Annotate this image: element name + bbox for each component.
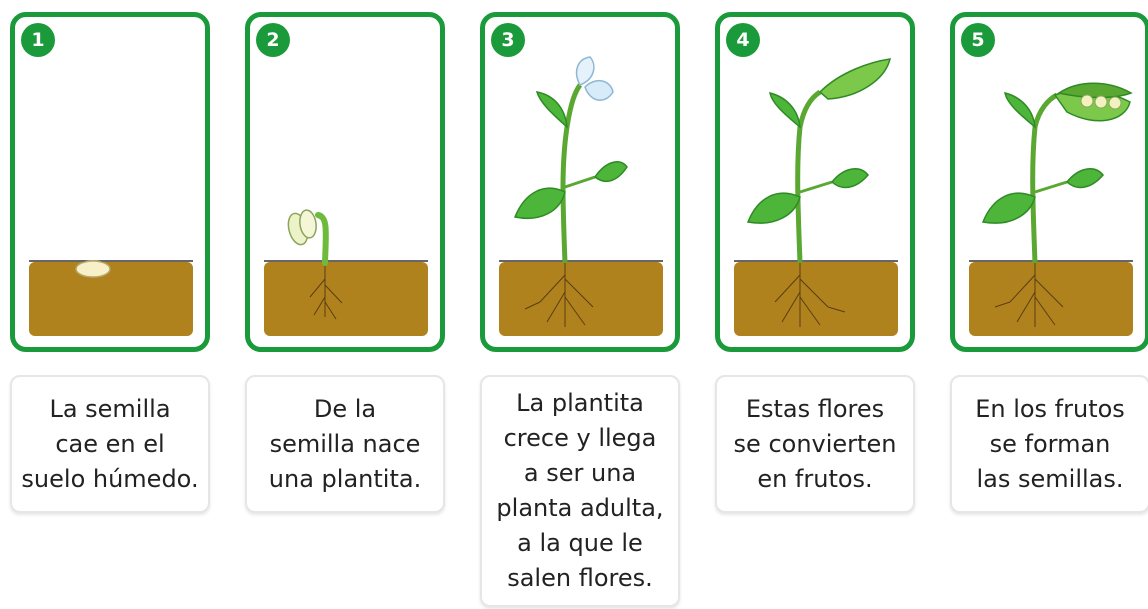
seed xyxy=(75,260,111,278)
caption-text: La plantita crece y llega a ser una plan… xyxy=(496,389,664,592)
soil-block xyxy=(734,262,898,336)
leaf xyxy=(830,168,869,189)
soil-block xyxy=(499,262,663,336)
caption-text: En los frutos se forman las semillas. xyxy=(975,394,1125,493)
step-number-badge: 5 xyxy=(961,23,995,57)
leaf xyxy=(1004,91,1036,129)
leaf xyxy=(769,91,801,129)
stem xyxy=(795,89,822,264)
roots xyxy=(994,262,1064,327)
sprout-illustration xyxy=(264,209,428,336)
flower-petal xyxy=(575,56,595,86)
leaf xyxy=(513,187,566,219)
flower-petal xyxy=(584,80,614,101)
step-1-panel: 1 xyxy=(10,12,210,352)
leaf xyxy=(535,91,568,129)
caption-text: De la semilla nace una plantita. xyxy=(268,394,422,493)
seed xyxy=(1108,96,1122,110)
step-3-caption: La plantita crece y llega a ser una plan… xyxy=(480,375,680,607)
soil-block xyxy=(29,262,193,336)
stem xyxy=(560,83,583,264)
roots xyxy=(774,262,846,327)
seed xyxy=(1080,94,1094,108)
step-4-panel: 4 xyxy=(715,12,915,352)
seed xyxy=(1094,95,1108,109)
stem xyxy=(1030,92,1059,264)
step-4-caption: Estas flores se convierten en frutos. xyxy=(715,375,915,513)
open-pod-plant-illustration xyxy=(969,82,1133,336)
fruiting-plant-illustration xyxy=(734,58,898,336)
step-2-caption: De la semilla nace una plantita. xyxy=(245,375,445,513)
step-3-panel: 3 xyxy=(480,12,680,352)
step-number-badge: 3 xyxy=(491,23,525,57)
step-number-badge: 4 xyxy=(726,23,760,57)
caption-text: Estas flores se convierten en frutos. xyxy=(733,394,897,493)
pea-pod xyxy=(818,58,892,100)
leaf xyxy=(746,192,801,224)
flowering-plant-illustration xyxy=(499,56,663,336)
step-1-caption: La semilla cae en el suelo húmedo. xyxy=(10,375,210,513)
step-2-panel: 2 xyxy=(245,12,445,352)
step-5-caption: En los frutos se forman las semillas. xyxy=(950,375,1148,513)
soil-block xyxy=(264,262,428,336)
leaf xyxy=(593,161,628,183)
roots xyxy=(524,262,594,327)
step-number-badge: 1 xyxy=(21,23,55,57)
seed-on-soil-illustration xyxy=(29,260,193,336)
leaf xyxy=(1065,168,1104,189)
step-number-badge: 2 xyxy=(256,23,290,57)
stem xyxy=(315,212,329,266)
leaf xyxy=(981,192,1036,224)
step-5-panel: 5 xyxy=(950,12,1148,352)
roots xyxy=(309,262,343,320)
caption-text: La semilla cae en el suelo húmedo. xyxy=(21,394,199,493)
soil-block xyxy=(969,262,1133,336)
